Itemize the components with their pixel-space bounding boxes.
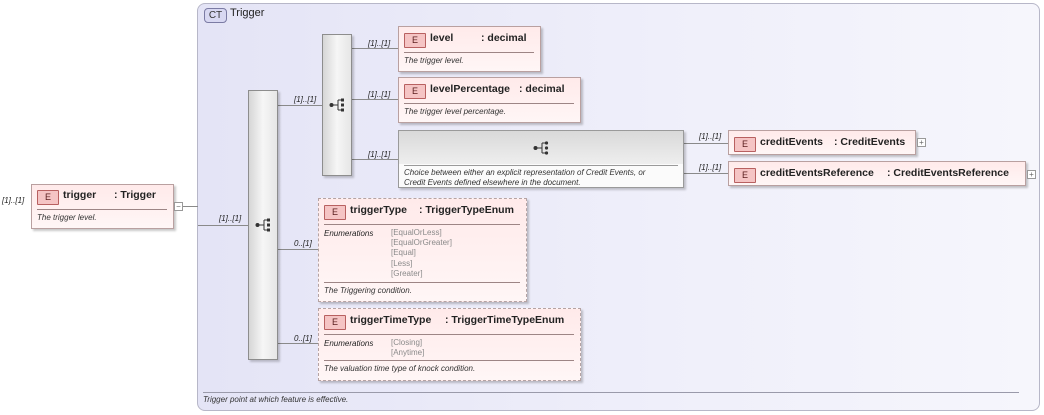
enumerations-label: Enumerations bbox=[324, 339, 374, 348]
connector bbox=[683, 173, 728, 174]
level-percentage-cardinality: [1]..[1] bbox=[368, 90, 391, 99]
choice-icon bbox=[533, 141, 549, 155]
connector bbox=[198, 225, 249, 226]
inner-sequence-cardinality: [1]..[1] bbox=[294, 95, 317, 104]
complex-type-documentation: Trigger point at which feature is effect… bbox=[203, 395, 349, 404]
connector bbox=[352, 159, 399, 160]
inner-sequence-compositor[interactable] bbox=[322, 34, 352, 176]
enumeration-value: [EqualOrLess] bbox=[391, 228, 442, 237]
separator bbox=[324, 224, 520, 225]
separator bbox=[324, 282, 520, 283]
root-cardinality: [1]..[1] bbox=[2, 196, 25, 205]
element-level-percentage[interactable]: E levelPercentage : decimal The trigger … bbox=[398, 77, 581, 123]
element-name: triggerType bbox=[350, 204, 407, 216]
element-credit-events-reference[interactable]: E creditEventsReference : CreditEventsRe… bbox=[728, 161, 1026, 186]
element-documentation: The valuation time type of knock conditi… bbox=[324, 364, 476, 373]
element-trigger[interactable]: E trigger : Trigger The trigger level. bbox=[31, 184, 174, 229]
element-badge: E bbox=[404, 84, 426, 99]
outer-sequence-compositor[interactable] bbox=[248, 90, 278, 360]
element-documentation: The trigger level. bbox=[404, 56, 464, 65]
enumeration-value: [Greater] bbox=[391, 269, 423, 278]
element-type: : Trigger bbox=[114, 189, 157, 201]
element-type: : CreditEventsReference bbox=[887, 167, 1009, 179]
enumeration-value: [Less] bbox=[391, 259, 413, 268]
separator bbox=[404, 52, 534, 53]
element-badge: E bbox=[404, 33, 426, 48]
trigger-type-cardinality: 0..[1] bbox=[294, 239, 312, 248]
element-documentation: The trigger level. bbox=[37, 213, 97, 222]
element-documentation: The trigger level percentage. bbox=[404, 107, 506, 116]
connector bbox=[683, 143, 728, 144]
complex-type-title: Trigger bbox=[230, 7, 265, 19]
element-badge: E bbox=[324, 205, 346, 220]
element-name: creditEventsReference bbox=[760, 167, 874, 179]
element-documentation: The Triggering condition. bbox=[324, 286, 412, 295]
trigger-time-type-cardinality: 0..[1] bbox=[294, 334, 312, 343]
expand-toggle[interactable]: + bbox=[1027, 170, 1036, 179]
element-trigger-time-type[interactable]: E triggerTimeType : TriggerTimeTypeEnum … bbox=[318, 308, 581, 381]
element-badge: E bbox=[37, 190, 59, 205]
element-badge: E bbox=[734, 137, 756, 152]
element-credit-events[interactable]: E creditEvents : CreditEvents bbox=[728, 130, 916, 155]
connector bbox=[277, 105, 323, 106]
choice-documentation-line-1: Choice between either an explicit repres… bbox=[404, 168, 646, 177]
element-name: level bbox=[430, 32, 454, 44]
choice-compositor[interactable]: Choice between either an explicit repres… bbox=[398, 130, 684, 188]
credit-events-cardinality: [1]..[1] bbox=[699, 132, 722, 141]
separator bbox=[404, 103, 574, 104]
element-name: creditEvents bbox=[760, 136, 824, 148]
complex-type-badge: CT bbox=[204, 8, 227, 23]
element-badge: E bbox=[324, 315, 346, 330]
enumeration-value: [Closing] bbox=[391, 338, 423, 347]
separator bbox=[37, 209, 167, 210]
element-trigger-type[interactable]: E triggerType : TriggerTypeEnum Enumerat… bbox=[318, 198, 527, 302]
element-type: : decimal bbox=[481, 32, 527, 44]
choice-cardinality: [1]..[1] bbox=[368, 150, 391, 159]
element-badge: E bbox=[734, 168, 756, 183]
connector bbox=[277, 343, 319, 344]
connector bbox=[173, 206, 198, 207]
element-type: : CreditEvents bbox=[834, 136, 906, 148]
expand-toggle[interactable]: + bbox=[917, 138, 926, 147]
choice-documentation-line-2: Credit Events defined elsewhere in the d… bbox=[404, 178, 581, 187]
element-type: : TriggerTypeEnum bbox=[419, 204, 514, 216]
separator bbox=[324, 334, 574, 335]
enumeration-value: [Anytime] bbox=[391, 348, 425, 357]
sequence-icon bbox=[329, 98, 344, 112]
element-type: : decimal bbox=[519, 83, 565, 95]
element-type: : TriggerTimeTypeEnum bbox=[445, 314, 565, 326]
separator bbox=[404, 165, 678, 166]
element-name: levelPercentage bbox=[430, 83, 510, 95]
credit-events-reference-cardinality: [1]..[1] bbox=[699, 163, 722, 172]
element-level[interactable]: E level : decimal The trigger level. bbox=[398, 26, 541, 72]
separator bbox=[324, 360, 574, 361]
connector bbox=[352, 48, 399, 49]
level-cardinality: [1]..[1] bbox=[368, 39, 391, 48]
enumeration-value: [EqualOrGreater] bbox=[391, 238, 452, 247]
collapse-toggle[interactable]: − bbox=[174, 202, 183, 211]
enumerations-label: Enumerations bbox=[324, 229, 374, 238]
connector bbox=[277, 249, 319, 250]
footer-divider bbox=[203, 392, 1019, 393]
outer-sequence-cardinality: [1]..[1] bbox=[219, 214, 242, 223]
element-name: trigger bbox=[63, 189, 97, 201]
element-name: triggerTimeType bbox=[350, 314, 432, 326]
enumeration-value: [Equal] bbox=[391, 248, 416, 257]
sequence-icon bbox=[255, 218, 270, 232]
connector bbox=[352, 99, 399, 100]
